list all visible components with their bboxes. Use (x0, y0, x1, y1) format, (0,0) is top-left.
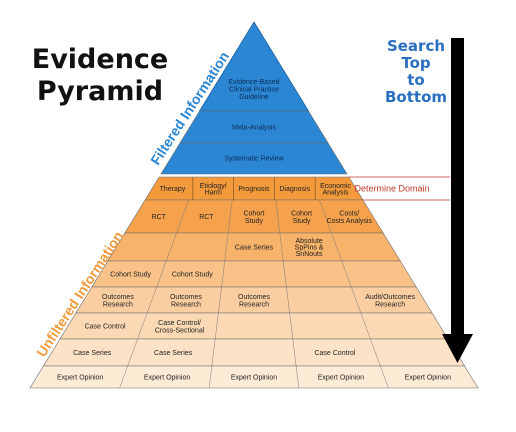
cell-divider (380, 365, 389, 389)
cell-divider (295, 365, 300, 389)
title-line-1: Evidence (31, 44, 169, 75)
cell-divider (286, 286, 290, 314)
cell-label: Expert Opinion (57, 375, 103, 382)
systematic-review-tier (160, 142, 348, 175)
cell-label: Case Series (235, 245, 274, 252)
domain-label: Prognosis (238, 186, 270, 193)
cell-label: Expert Opinion (405, 375, 451, 382)
cell-divider (137, 312, 148, 340)
cell-label: Case Control (85, 324, 126, 331)
search-arrow-shaft (451, 38, 464, 334)
cell-divider (292, 338, 297, 367)
cell-label: Cohort Study (110, 272, 151, 279)
cell-divider (176, 199, 189, 234)
search-line-4: Bottom (384, 88, 447, 106)
cell-divider (341, 260, 352, 288)
cell-divider (275, 199, 281, 234)
page-title: Evidence Pyramid (20, 44, 180, 108)
cell-label: Expert Opinion (231, 375, 277, 382)
domain-label: Therapy (160, 186, 186, 193)
cell-divider (289, 312, 294, 340)
domain-label: Diagnosis (279, 186, 310, 193)
cell-divider (211, 338, 216, 367)
cell-label: Expert Opinion (318, 375, 364, 382)
cell-label: Cohort Study (172, 272, 213, 279)
meta-analysis-label: Meta-Analysis (232, 125, 276, 132)
cell-label: Case Series (73, 350, 112, 357)
search-direction-label: Search Top to Bottom (376, 38, 456, 106)
cell-divider (319, 199, 332, 234)
cell-label: Case Series (154, 350, 193, 357)
search-arrow-head (442, 334, 473, 363)
cell-divider (218, 286, 222, 314)
evidence-row (29, 365, 479, 389)
cell-divider (283, 260, 287, 288)
cell-divider (331, 232, 342, 262)
cell-divider (279, 232, 284, 262)
cell-label: Expert Opinion (144, 375, 190, 382)
cell-divider (156, 260, 167, 288)
cell-label: Case Control/Cross-Sectional (155, 320, 205, 335)
systematic-review-label: Systematic Review (224, 156, 284, 163)
cell-label: Costs/Costs Analysis (326, 210, 372, 225)
search-line-2: Top (401, 54, 431, 72)
cell-label: RCT (199, 214, 214, 221)
domain-label: Etiology/Harm (200, 183, 227, 197)
search-line-3: to (407, 71, 425, 89)
cell-label: RCT (152, 214, 167, 221)
cell-divider (127, 338, 138, 367)
cell-divider (146, 286, 157, 314)
title-line-2: Pyramid (36, 76, 164, 107)
cell-divider (360, 312, 371, 340)
cell-divider (227, 199, 233, 234)
cell-divider (224, 232, 229, 262)
cell-divider (208, 365, 213, 389)
cell-divider (221, 260, 225, 288)
cell-divider (166, 232, 177, 262)
determine-domain-label: Determine Domain (354, 184, 429, 194)
cell-divider (119, 365, 128, 389)
cell-divider (351, 286, 362, 314)
cell-divider (370, 338, 381, 367)
cell-label: Case Control (314, 350, 355, 357)
cell-divider (214, 312, 219, 340)
search-line-1: Search (386, 37, 446, 55)
